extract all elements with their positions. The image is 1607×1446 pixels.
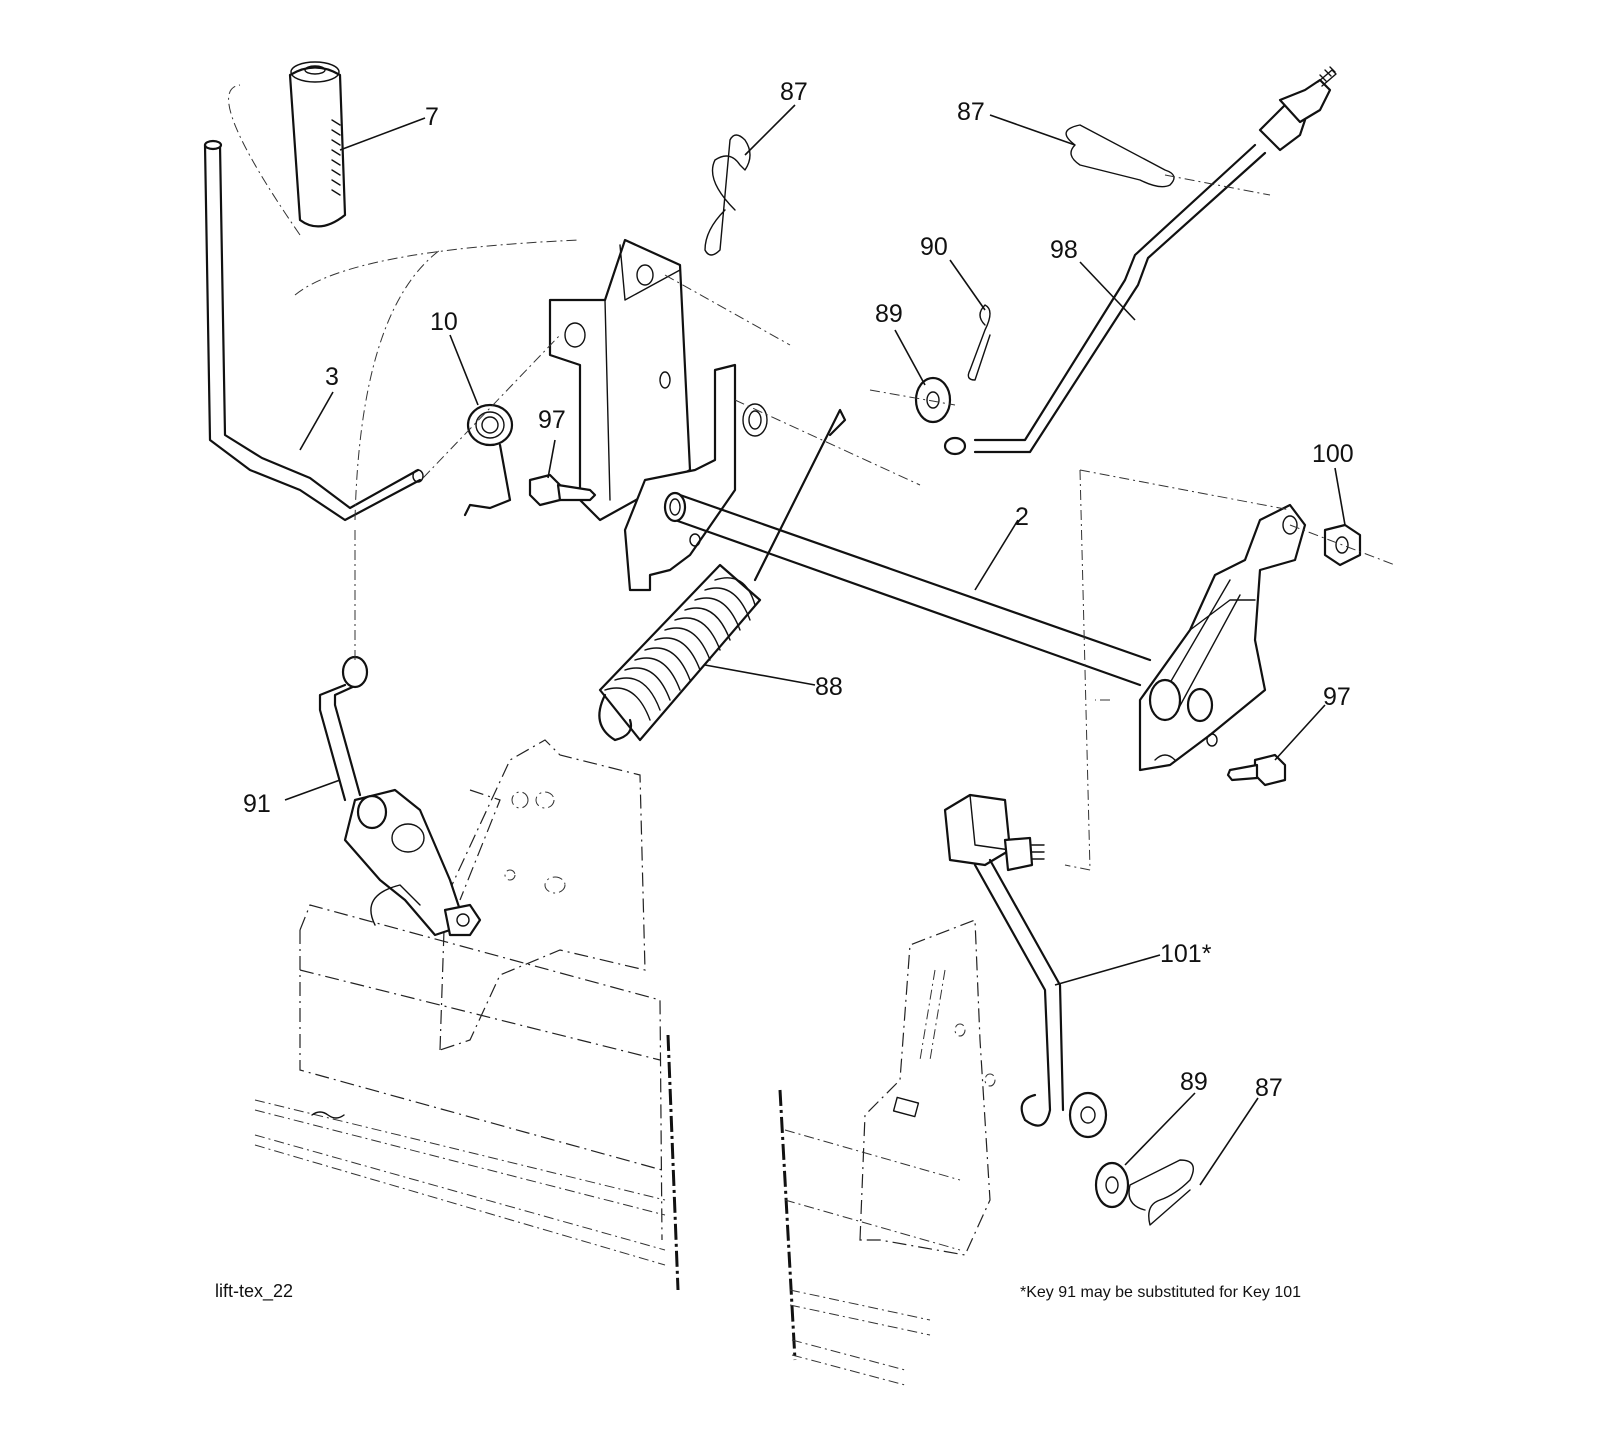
callout-89-lower: 89 (1180, 1068, 1208, 1096)
right-deck-hanger-bracket (859, 919, 996, 1256)
callout-labels: 7 87 87 90 98 89 10 3 97 100 2 88 97 91 … (243, 78, 1354, 1102)
extension-spring (598, 408, 847, 742)
callout-97-left: 97 (538, 406, 566, 434)
hex-nut (1323, 523, 1362, 567)
callout-3: 3 (325, 363, 339, 391)
torsion-spring (463, 403, 514, 517)
lift-handle-rod (203, 139, 424, 522)
callout-100: 100 (1312, 440, 1354, 468)
right-lift-link (943, 793, 1108, 1139)
callout-7: 7 (425, 103, 439, 131)
handle-grip (288, 61, 347, 228)
left-deck-hanger-bracket (439, 739, 646, 1051)
callout-89-upper: 89 (875, 300, 903, 328)
mower-deck-left-outline (254, 904, 680, 1291)
callout-2: 2 (1015, 503, 1029, 531)
shoulder-bolt-left (528, 473, 597, 507)
callout-87-clip-upper-left: 87 (780, 78, 808, 106)
footnote-text: *Key 91 may be substituted for Key 101 (1020, 1284, 1301, 1301)
mower-deck-right-outline (778, 1089, 961, 1386)
flat-washer-lower (1094, 1161, 1130, 1209)
callout-10: 10 (430, 308, 458, 336)
callout-90: 90 (920, 233, 948, 261)
hairpin-clip-lower (1128, 1159, 1194, 1226)
flat-washer-upper (914, 376, 952, 424)
callout-98: 98 (1050, 236, 1078, 264)
callout-88: 88 (815, 673, 843, 701)
hairpin-clip-upper-left (704, 134, 751, 256)
diagram-id-label: lift-tex_22 (215, 1281, 293, 1302)
lift-shaft (663, 491, 1152, 687)
callout-leaders (284, 104, 1346, 1186)
retaining-clip (967, 304, 991, 381)
callout-87-clip-upper-right: 87 (957, 98, 985, 126)
spring-coils (604, 577, 756, 721)
shoulder-bolt-right (1226, 753, 1287, 787)
callout-87-clip-lower: 87 (1255, 1074, 1283, 1102)
left-lift-link (318, 655, 482, 937)
pivot-bracket-lower (623, 363, 768, 592)
callout-101: 101* (1160, 940, 1212, 968)
lift-rod (943, 66, 1337, 456)
right-lift-arm (1138, 503, 1307, 772)
hairpin-clip-upper-right (1065, 124, 1175, 188)
assembly-centerlines (228, 84, 1396, 871)
callout-91: 91 (243, 790, 271, 818)
callout-97-right: 97 (1323, 683, 1351, 711)
